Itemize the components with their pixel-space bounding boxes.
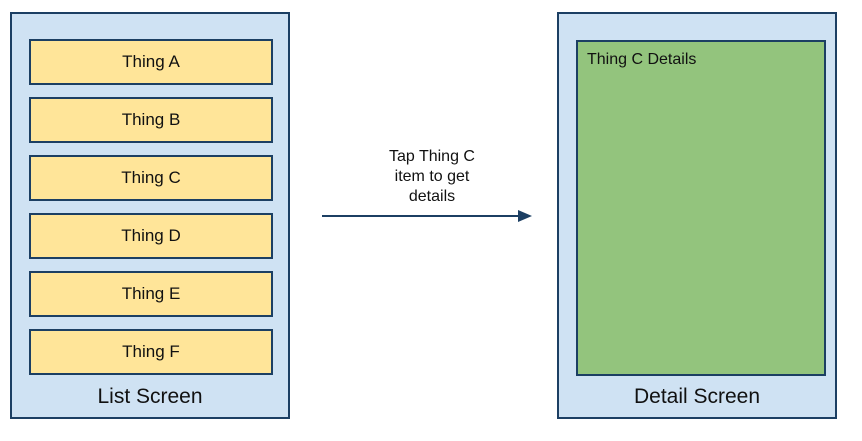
list-item-thing-f[interactable]: Thing F	[29, 329, 273, 375]
detail-screen-label: Detail Screen	[633, 385, 761, 408]
list-item-thing-c[interactable]: Thing C	[29, 155, 273, 201]
list-item-thing-b[interactable]: Thing B	[29, 97, 273, 143]
detail-screen: Thing C Details Detail Screen	[557, 12, 837, 419]
arrow-head	[518, 210, 532, 222]
list-item-thing-d[interactable]: Thing D	[29, 213, 273, 259]
caption-line-2: item to get	[394, 168, 470, 185]
detail-panel: Thing C Details	[576, 40, 826, 376]
transition-caption: Tap Thing C item to get details	[352, 147, 512, 207]
list-screen-label: List Screen	[97, 385, 203, 408]
list-item-thing-a[interactable]: Thing A	[29, 39, 273, 85]
list-item-thing-e[interactable]: Thing E	[29, 271, 273, 317]
detail-title: Thing C Details	[587, 51, 697, 68]
caption-line-3: details	[408, 188, 456, 205]
caption-line-1: Tap Thing C	[389, 148, 475, 165]
list-screen: Thing A Thing B Thing C Thing D Thing E …	[10, 12, 290, 419]
transition-arrow	[322, 210, 532, 222]
